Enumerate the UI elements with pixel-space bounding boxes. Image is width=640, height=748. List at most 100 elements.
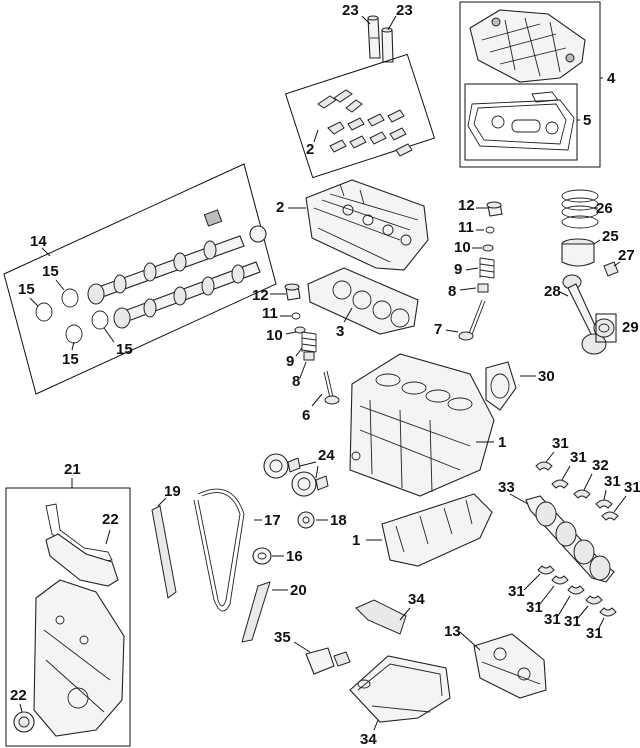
head-gasket-part[interactable] <box>307 267 419 335</box>
callout-31-d: 31 <box>624 479 640 496</box>
tensioner-arm-part[interactable] <box>241 581 271 643</box>
timing-cover-upper-part[interactable] <box>45 533 119 587</box>
crank-sprocket-part[interactable] <box>297 511 315 529</box>
callout-8-upper: 8 <box>448 283 456 300</box>
main-bearing-upper-2[interactable] <box>551 479 569 489</box>
callout-21: 21 <box>64 461 81 478</box>
main-bearing-lower-1[interactable] <box>537 565 555 575</box>
valve-seal-part-upper[interactable] <box>477 283 489 293</box>
rocker-arm-set-part[interactable] <box>317 89 413 157</box>
valve-keeper-part-lower[interactable] <box>291 312 301 320</box>
callout-6: 6 <box>302 407 310 424</box>
valve-cover-kit-box <box>459 1 601 168</box>
oil-baffle-part[interactable] <box>355 599 407 635</box>
oil-pump-part[interactable] <box>473 633 547 699</box>
valve-seal-part-lower[interactable] <box>303 351 315 361</box>
callout-18: 18 <box>330 512 347 529</box>
valve-cover-gasket-box <box>464 83 578 161</box>
piston-pin-part[interactable] <box>603 261 619 277</box>
callout-10-upper: 10 <box>454 239 471 256</box>
callout-17: 17 <box>264 512 281 529</box>
valve-spring-part-upper[interactable] <box>479 257 495 279</box>
thrust-bearing-part[interactable] <box>573 489 591 499</box>
main-bearing-lower-3[interactable] <box>567 585 585 595</box>
callout-14: 14 <box>30 233 47 250</box>
callout-30: 30 <box>538 368 555 385</box>
callout-1-block: 1 <box>498 434 506 451</box>
lash-adjuster-part-right[interactable] <box>381 27 394 63</box>
main-bearing-lower-4[interactable] <box>585 595 603 605</box>
callout-31-f: 31 <box>526 599 543 616</box>
intake-valve-part[interactable] <box>458 299 486 341</box>
front-crank-seal-part[interactable] <box>13 711 35 733</box>
timing-chain-part[interactable] <box>193 488 245 612</box>
callout-33: 33 <box>498 479 515 496</box>
callout-3: 3 <box>336 323 344 340</box>
camshaft-seal-ring-2[interactable] <box>35 302 53 322</box>
camshaft-seal-ring-1[interactable] <box>61 288 79 308</box>
exhaust-valve-part[interactable] <box>323 370 340 405</box>
lash-adjuster-part-left[interactable] <box>367 15 381 59</box>
callout-31-c: 31 <box>604 473 621 490</box>
callout-11-upper: 11 <box>458 219 474 236</box>
valve-spring-seat-part-upper[interactable] <box>482 244 494 252</box>
callout-34-pan: 34 <box>360 731 377 748</box>
callout-12-upper: 12 <box>458 197 475 214</box>
valve-spring-part-lower[interactable] <box>301 331 317 353</box>
chain-tensioner-part[interactable] <box>252 547 272 565</box>
camshaft-seal-ring-3[interactable] <box>65 324 83 344</box>
callout-15-d: 15 <box>116 341 133 358</box>
bedplate-part[interactable] <box>381 493 493 567</box>
callout-20: 20 <box>290 582 307 599</box>
callout-2-head: 2 <box>276 199 284 216</box>
intake-camshaft-part[interactable] <box>87 209 245 305</box>
camshaft-seal-ring-4[interactable] <box>91 310 109 330</box>
callout-32: 32 <box>592 457 609 474</box>
callout-15-c: 15 <box>62 351 79 368</box>
callout-23-right: 23 <box>396 2 413 19</box>
callout-1-bedplate: 1 <box>352 532 360 549</box>
main-bearing-upper-3[interactable] <box>595 499 613 509</box>
main-bearing-upper-4[interactable] <box>601 511 619 521</box>
callout-34-baffle: 34 <box>408 591 425 608</box>
cam-phaser-part-upper[interactable] <box>263 453 301 479</box>
rod-bearing-part[interactable] <box>593 318 615 338</box>
piston-part[interactable] <box>561 238 595 267</box>
callout-10-lower: 10 <box>266 327 283 344</box>
callout-12-lower: 12 <box>252 287 269 304</box>
main-bearing-lower-5[interactable] <box>599 607 617 617</box>
main-bearing-lower-2[interactable] <box>551 575 569 585</box>
valve-cover-part[interactable] <box>469 9 586 83</box>
exhaust-camshaft-part[interactable] <box>113 225 267 329</box>
valve-spring-seat-part-lower[interactable] <box>294 326 306 334</box>
connecting-rod-part[interactable] <box>562 274 607 355</box>
callout-22-seal: 22 <box>10 687 27 704</box>
rear-main-seal-part[interactable] <box>485 361 517 411</box>
valve-keeper-part-upper[interactable] <box>485 226 495 234</box>
oil-pickup-part[interactable] <box>305 647 351 675</box>
valve-tappet-part-upper[interactable] <box>486 201 503 217</box>
valve-tappet-part-lower[interactable] <box>284 283 301 301</box>
callout-13: 13 <box>444 623 461 640</box>
valve-cover-gasket-part[interactable] <box>467 91 575 151</box>
callout-31-b: 31 <box>570 449 587 466</box>
callout-29: 29 <box>622 319 639 336</box>
cam-phaser-part-lower[interactable] <box>291 471 329 497</box>
piston-rings-part[interactable] <box>561 189 599 229</box>
callout-24: 24 <box>318 447 335 464</box>
rod-bearing-box <box>595 313 617 343</box>
callout-8-lower: 8 <box>292 373 300 390</box>
callout-9-upper: 9 <box>454 261 462 278</box>
crankshaft-part[interactable] <box>525 495 615 583</box>
callout-22-gasket: 22 <box>102 511 119 528</box>
timing-cover-kit-box <box>5 487 131 747</box>
main-bearing-upper-1[interactable] <box>535 461 553 471</box>
oil-pan-part[interactable] <box>349 655 451 723</box>
callout-25: 25 <box>602 228 619 245</box>
front-timing-cover-part[interactable] <box>33 579 125 737</box>
cylinder-head-part[interactable] <box>305 179 429 271</box>
timing-chain-guide-part[interactable] <box>151 505 177 599</box>
engine-block-part[interactable] <box>349 353 495 497</box>
callout-31-a: 31 <box>552 435 569 452</box>
